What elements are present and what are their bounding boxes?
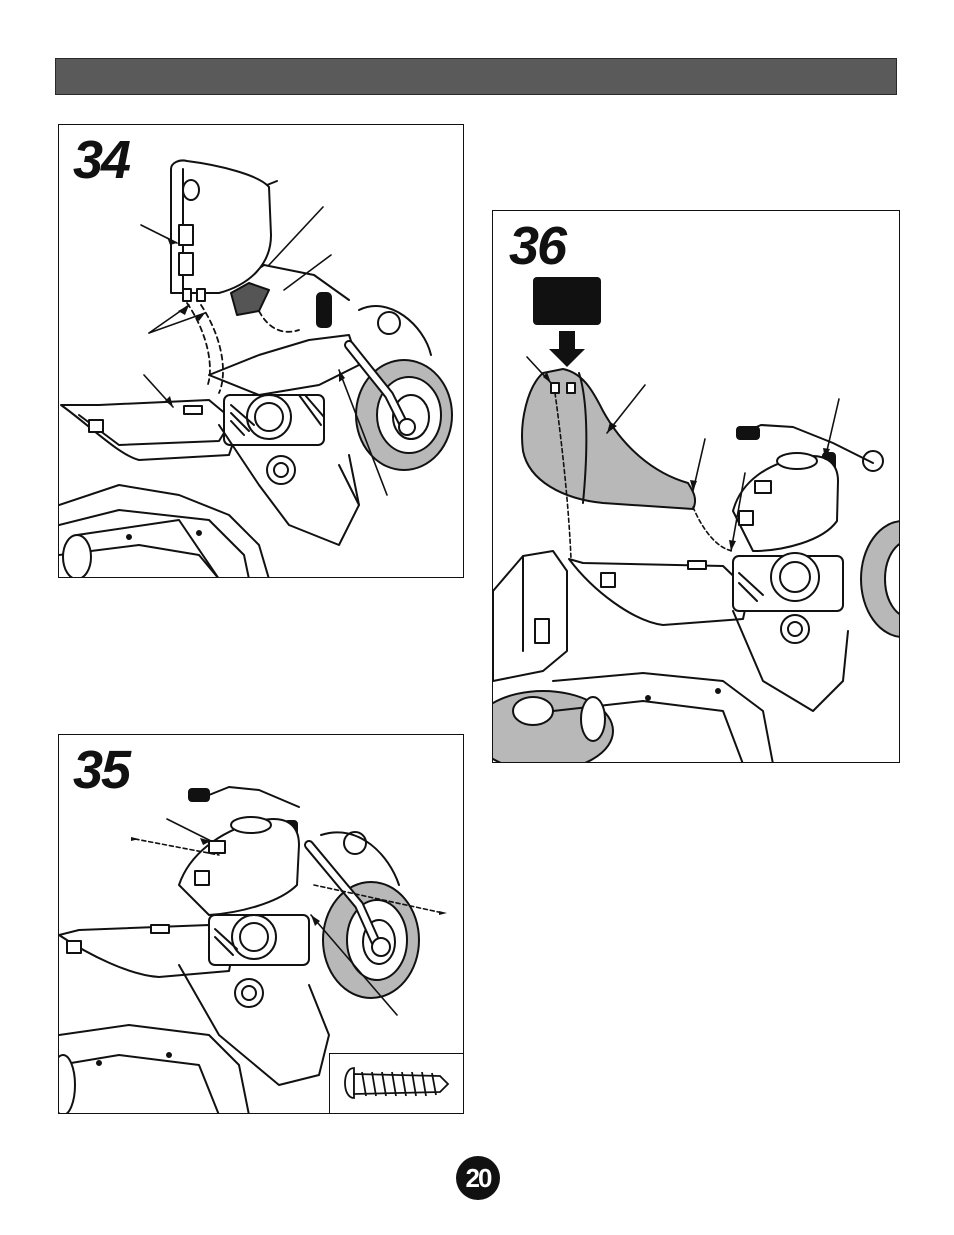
step-35-number: 35 bbox=[73, 743, 129, 797]
press-label-box bbox=[533, 277, 601, 325]
step-34-illustration bbox=[59, 125, 464, 578]
screw-icon bbox=[330, 1054, 463, 1113]
header-bar bbox=[55, 58, 897, 95]
down-arrow-icon bbox=[549, 331, 585, 367]
step-34-panel: 34 bbox=[58, 124, 464, 578]
step-34-number: 34 bbox=[73, 133, 129, 187]
step-35-panel: 35 bbox=[58, 734, 464, 1114]
screw-detail-box bbox=[329, 1053, 464, 1114]
page-number: 20 bbox=[456, 1156, 500, 1200]
step-36-panel: 36 bbox=[492, 210, 900, 763]
step-36-number: 36 bbox=[509, 219, 565, 273]
step-36-illustration bbox=[493, 211, 900, 763]
